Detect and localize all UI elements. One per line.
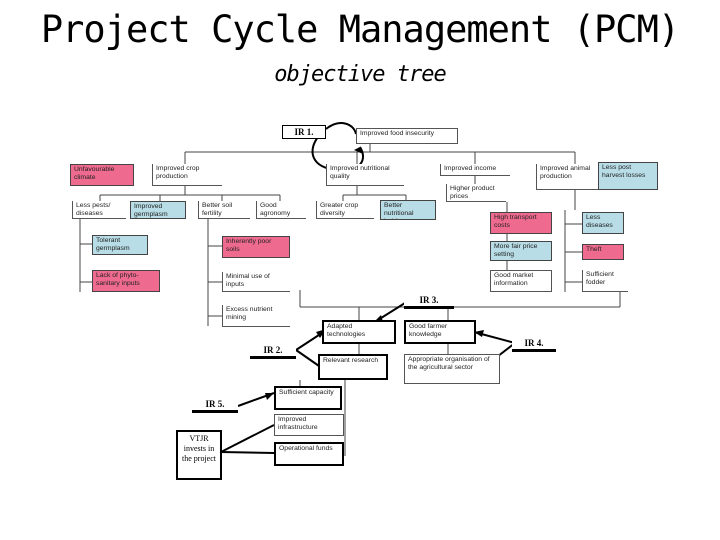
vtjr-investment-box: VTJR invests in the project [176,430,222,480]
market-information-box: Good market information [490,270,552,292]
sufficient-fodder-box: Sufficient fodder [582,270,628,292]
animal-production-box: Improved animal production [536,164,598,190]
operational-funds-box: Operational funds [274,442,344,466]
soil-fertility-box: Better soil fertility [198,201,250,219]
good-agronomy-box: Good agronomy [256,201,306,219]
ir3-label: IR 3. [404,294,454,309]
improved-crop-box: Improved crop production [152,164,222,186]
less-diseases-box: Less diseases [582,212,624,234]
nutrient-mining-box: Excess nutrient mining [222,305,290,327]
crop-diversity-box: Greater crop diversity [316,201,374,219]
farmer-knowledge-box: Good farmer knowledge [404,320,476,344]
tree-lines [79,144,621,456]
post-harvest-losses-box: Less post harvest losses [598,162,658,190]
improved-germplasm-box: Improved germplasm [130,201,186,219]
appropriate-organisation-box: Appropriate organisation of the agricult… [404,354,500,384]
tolerant-germplasm-box: Tolerant germplasm [92,235,148,255]
improved-income-box: Improved income [440,164,510,176]
sufficient-capacity-box: Sufficient capacity [274,386,342,410]
relevant-research-box: Relevant research [318,354,388,380]
ir2-label: IR 2. [250,344,296,359]
transport-costs-box: High transport costs [490,212,552,234]
higher-prices-box: Higher product prices [446,184,506,202]
fair-price-box: More fair price setting [490,241,552,261]
ir1-label: IR 1. [282,125,326,139]
ir5-label: IR 5. [192,398,238,413]
page-subtitle: objective tree [274,62,446,87]
poor-soils-box: Inherently poor soils [222,236,290,258]
nutritional-habits-box: Better nutritional habits [380,200,436,220]
unfavourable-climate-box: Unfavourable climate [70,164,134,186]
ir4-label: IR 4. [512,337,556,352]
phytosanitary-box: Lack of phyto-sanitary inputs [92,270,160,292]
pests-diseases-box: Less pests/ diseases [72,201,126,219]
food-insecurity-box: Improved food insecurity [356,128,458,144]
adapted-technologies-box: Adapted technologies [322,320,396,344]
theft-box: Theft [582,244,624,260]
improved-infrastructure-box: Improved infrastructure [274,414,344,436]
page-title: Project Cycle Management (PCM) [40,8,680,51]
minimal-inputs-box: Minimal use of inputs [222,272,290,292]
nutritional-quality-box: Improved nutritional quality [326,164,404,186]
